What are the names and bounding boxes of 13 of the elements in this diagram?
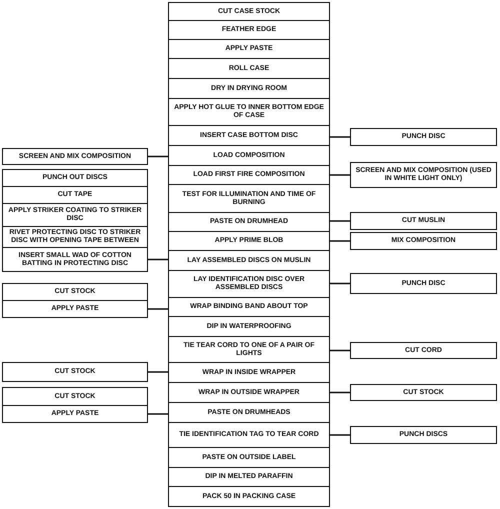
connector-line xyxy=(330,240,350,242)
connector-line xyxy=(330,220,350,222)
connector-line xyxy=(148,413,168,415)
connector-line xyxy=(148,371,168,373)
connector-line xyxy=(330,174,350,176)
connector-line xyxy=(148,156,168,158)
connector-line xyxy=(330,282,350,284)
connector-line xyxy=(330,392,350,394)
connector-line xyxy=(330,350,350,352)
connector-line xyxy=(330,434,350,436)
connector-line xyxy=(148,308,168,310)
connector-line xyxy=(330,136,350,138)
connector-line xyxy=(148,258,168,260)
